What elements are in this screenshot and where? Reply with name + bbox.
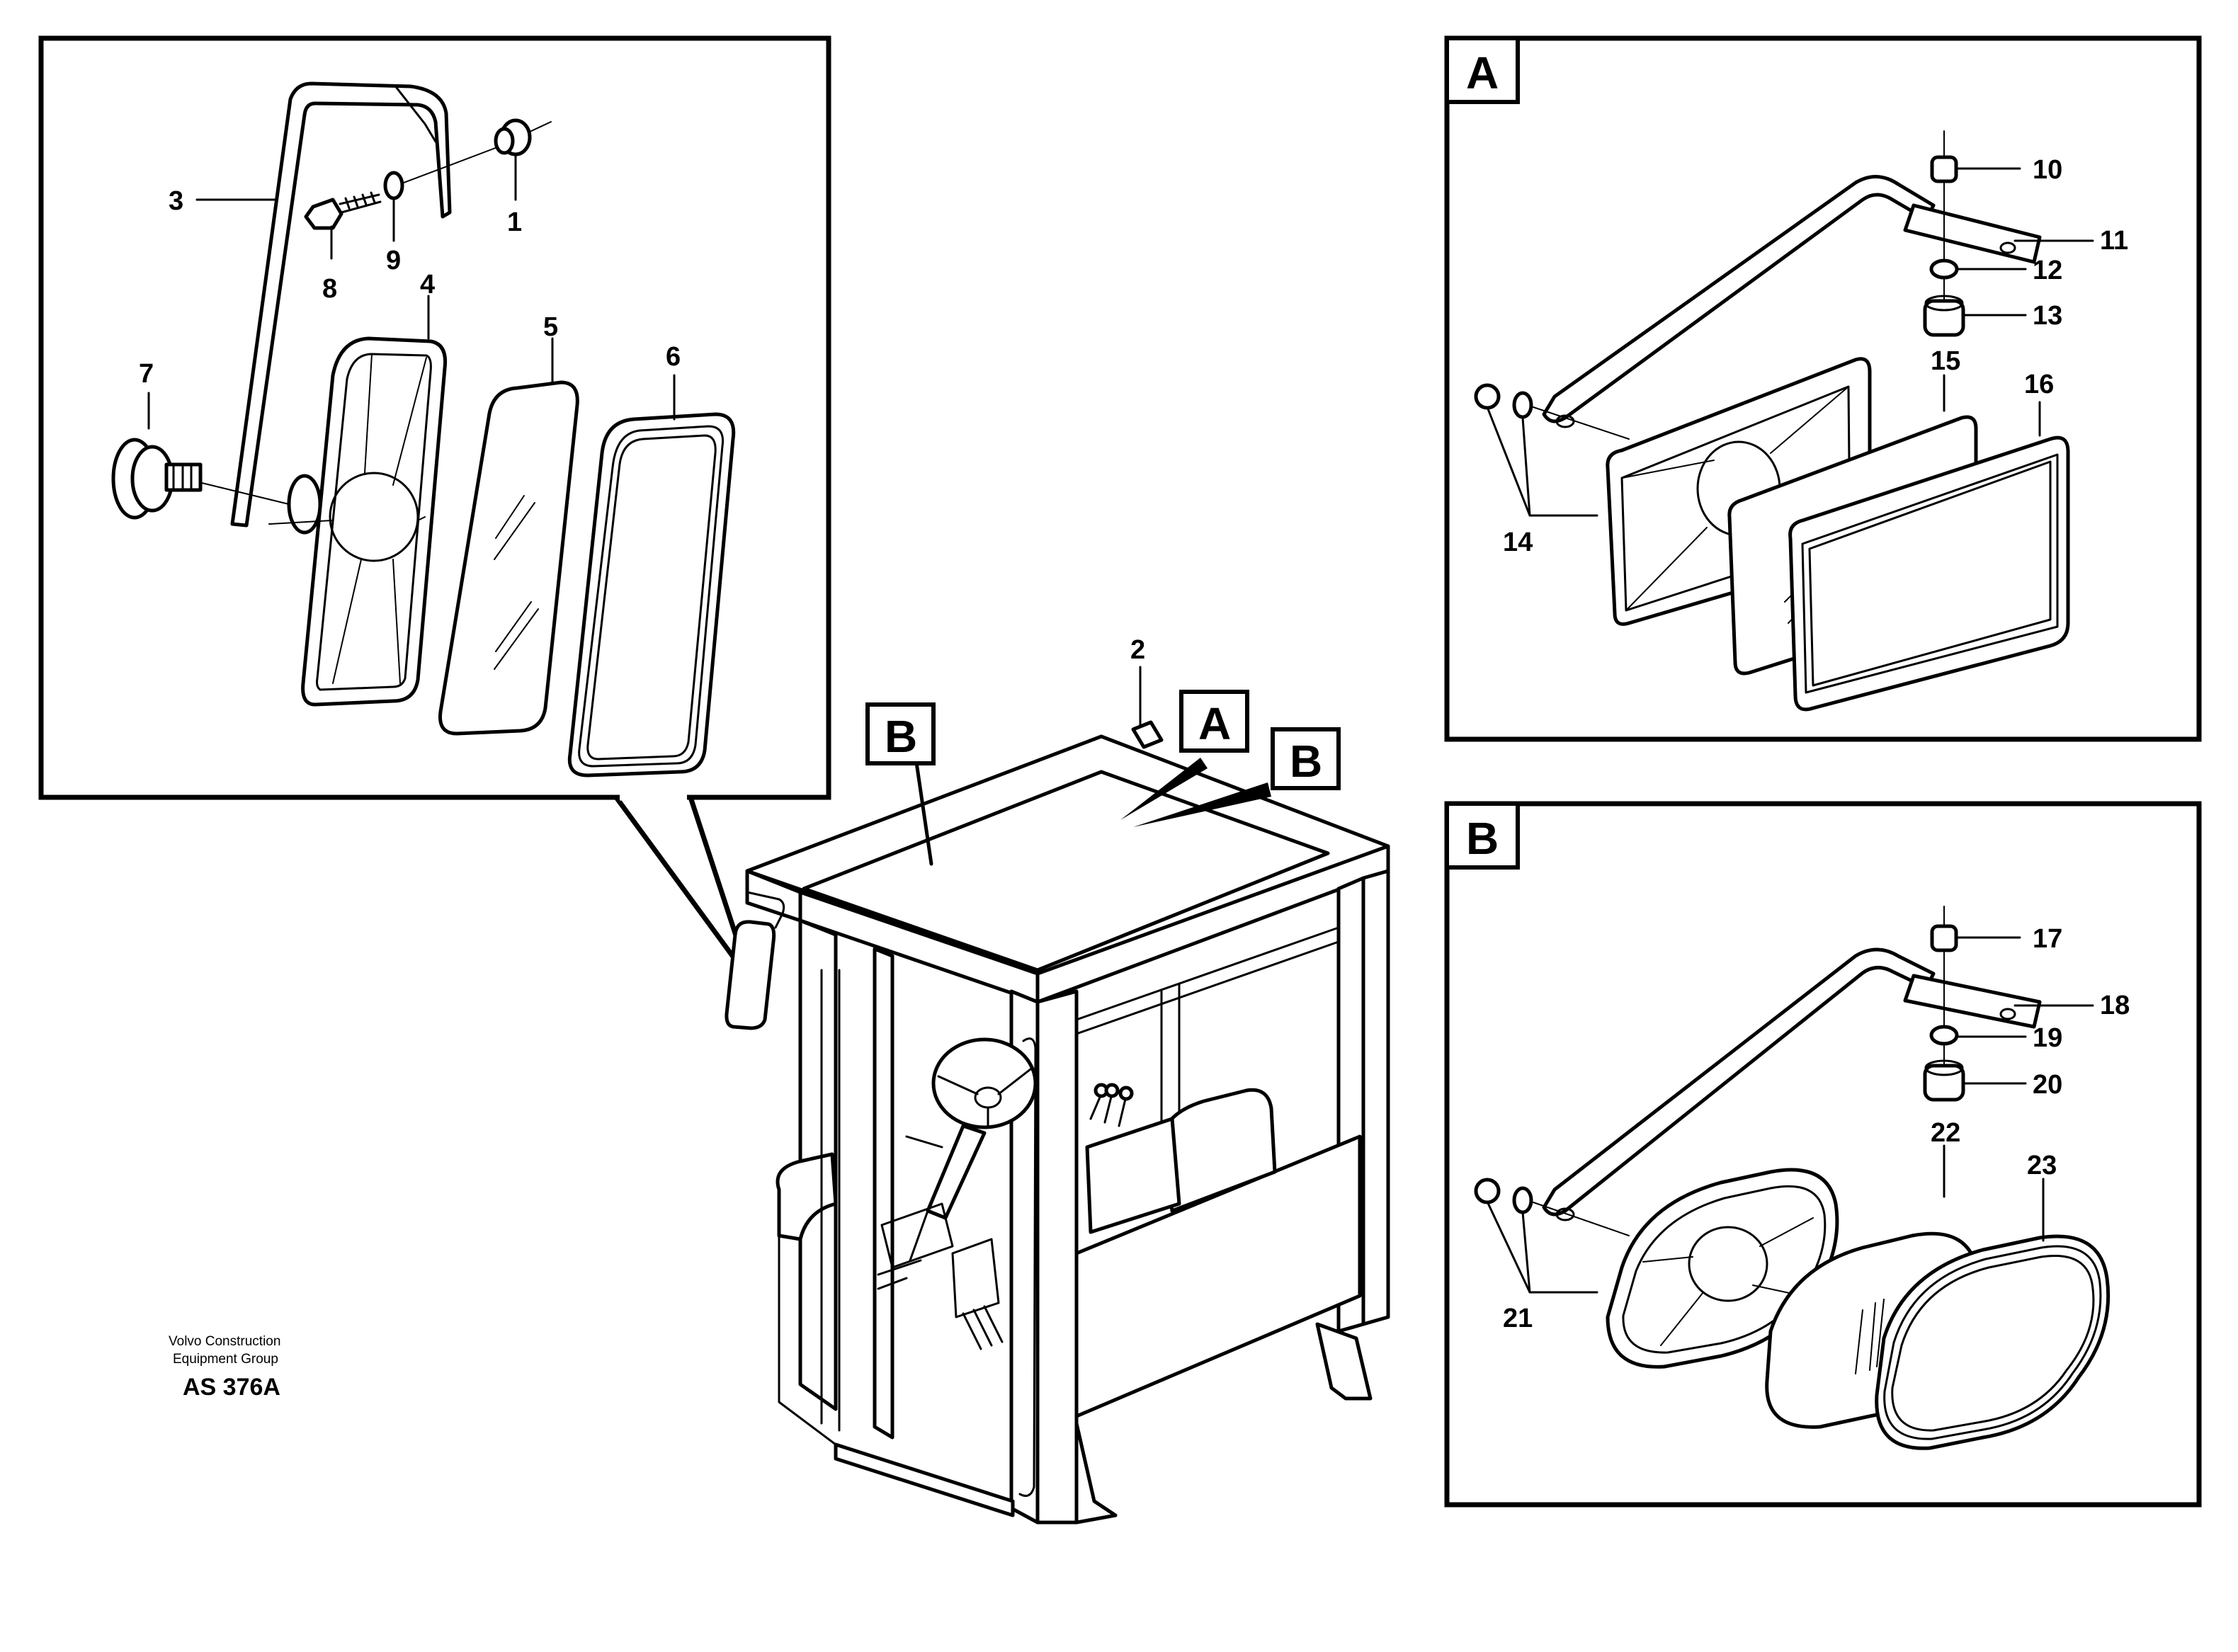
detail-a-tag-label: A bbox=[1466, 47, 1499, 98]
nut-a bbox=[1474, 383, 1501, 410]
oval-seal-head-b bbox=[1875, 1234, 2111, 1450]
callout-18: 18 bbox=[2100, 991, 2130, 1020]
detail-b-panel: B bbox=[1444, 801, 2202, 1508]
callout-15: 15 bbox=[1931, 346, 1960, 376]
bolt-part bbox=[304, 191, 382, 230]
rubber-bushing-b bbox=[1930, 924, 1958, 952]
cab-a-tag bbox=[1179, 690, 1249, 753]
damper-b bbox=[1923, 1064, 1965, 1102]
detail-b-tag bbox=[1445, 802, 1520, 870]
detail-b-tag-label: B bbox=[1466, 813, 1499, 864]
roof-mirror-mount bbox=[1131, 720, 1164, 749]
inset-pointer bbox=[611, 794, 754, 983]
pointer-b-right bbox=[1133, 782, 1271, 827]
cab-a-label: A bbox=[1198, 698, 1231, 749]
damper-a bbox=[1923, 299, 1965, 337]
mirror-arm-a bbox=[1542, 175, 1936, 423]
callout-7: 7 bbox=[139, 359, 154, 389]
callout-14: 14 bbox=[1503, 528, 1533, 557]
glass-part bbox=[438, 380, 579, 736]
cab-b-right-label: B bbox=[1290, 736, 1322, 787]
callout-19: 19 bbox=[2033, 1023, 2062, 1053]
cab-b-left-tag bbox=[865, 702, 936, 765]
callout-8: 8 bbox=[322, 274, 337, 304]
mirror-exploded-inset: 3 8 9 1 7 4 5 6 bbox=[38, 35, 831, 983]
callout-9: 9 bbox=[386, 246, 401, 275]
callout-20: 20 bbox=[2033, 1070, 2062, 1100]
callout-5: 5 bbox=[543, 312, 558, 342]
callout-6: 6 bbox=[666, 342, 681, 372]
callout-10: 10 bbox=[2033, 155, 2062, 185]
callout-16: 16 bbox=[2024, 370, 2054, 399]
drawing-code: AS 376A bbox=[183, 1374, 280, 1401]
detail-a-tag bbox=[1445, 36, 1520, 104]
knob-part bbox=[111, 438, 203, 520]
callout-4: 4 bbox=[420, 270, 435, 300]
mirror-arm-b bbox=[1542, 947, 1936, 1217]
cab-side-mirror bbox=[725, 920, 776, 1030]
cab-b-left-label: B bbox=[885, 711, 917, 762]
washer-b bbox=[1929, 1025, 1959, 1046]
rubber-bushing-a bbox=[1930, 155, 1958, 183]
mirror-part bbox=[268, 336, 448, 707]
washer-part bbox=[383, 171, 404, 200]
callout-3: 3 bbox=[169, 186, 183, 216]
callout-23: 23 bbox=[2027, 1151, 2057, 1180]
callout-21: 21 bbox=[1503, 1304, 1533, 1333]
mount-plate-b bbox=[1903, 974, 2042, 1029]
operator-cab: B A B 2 bbox=[725, 635, 1390, 1525]
washer-21-b bbox=[1512, 1186, 1533, 1214]
company-line-1: Volvo Construction bbox=[169, 1334, 280, 1349]
company-line-2: Equipment Group bbox=[173, 1352, 278, 1367]
washer-a bbox=[1929, 258, 1959, 280]
nut-b bbox=[1474, 1178, 1501, 1204]
callout-1: 1 bbox=[507, 207, 522, 237]
detail-a-panel: A bbox=[1444, 35, 2202, 742]
mount-plate-a bbox=[1903, 203, 2042, 264]
seal-part bbox=[567, 412, 736, 777]
washer-14-a bbox=[1512, 391, 1533, 419]
callout-17: 17 bbox=[2033, 924, 2062, 954]
cab-front-post bbox=[1035, 989, 1079, 1525]
cab-b-right-tag bbox=[1271, 727, 1341, 790]
drawing-footer: Volvo Construction Equipment Group AS 37… bbox=[169, 1334, 280, 1401]
mirror-bracket bbox=[230, 81, 452, 528]
seal-head-a bbox=[1788, 435, 2070, 712]
callout-2: 2 bbox=[1130, 635, 1145, 665]
pointer-b-left bbox=[914, 756, 933, 866]
callout-12: 12 bbox=[2033, 256, 2062, 285]
pointer-a bbox=[1120, 758, 1208, 820]
callout-13: 13 bbox=[2033, 301, 2062, 331]
operator-seat bbox=[1085, 1088, 1277, 1234]
callout-22: 22 bbox=[1931, 1118, 1960, 1148]
callout-11: 11 bbox=[2100, 226, 2128, 256]
